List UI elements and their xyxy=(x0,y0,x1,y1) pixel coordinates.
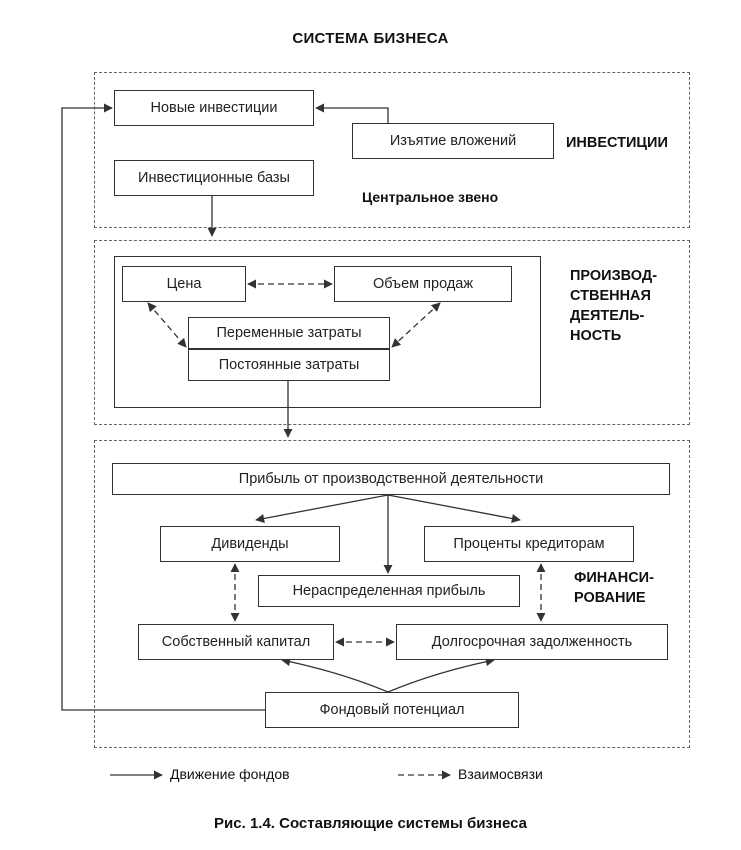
node-withdrawal: Изъятие вложений xyxy=(352,123,554,159)
financing-section xyxy=(94,440,690,748)
node-variable-costs: Переменные затраты xyxy=(188,317,390,349)
label-production: ПРОИЗВОД- СТВЕННАЯ ДЕЯТЕЛЬ- НОСТЬ xyxy=(570,266,657,346)
label-financing: ФИНАНСИ- РОВАНИЕ xyxy=(574,568,654,608)
arrow-profit-to-dividends xyxy=(255,494,389,523)
figure-caption: Рис. 1.4. Составляющие системы бизнеса xyxy=(214,815,527,832)
relation-price-costs xyxy=(147,302,187,348)
node-fund-potential: Фондовый потенциал xyxy=(265,692,519,728)
arrow-potential-to-equity xyxy=(281,657,389,693)
arrow-profit-to-interest xyxy=(387,494,521,523)
legend-solid-label: Движение фондов xyxy=(170,766,290,782)
label-financing-line2: РОВАНИЕ xyxy=(574,590,646,606)
node-new-investments: Новые инвестиции xyxy=(114,90,314,126)
label-production-line1: ПРОИЗВОД- xyxy=(570,268,658,284)
relation-sales-costs xyxy=(391,302,441,348)
label-financing-line1: ФИНАНСИ- xyxy=(574,570,654,586)
node-investment-bases: Инвестиционные базы xyxy=(114,160,314,196)
arrow-potential-to-debt xyxy=(387,657,495,693)
arrow-feedback-loop xyxy=(61,103,265,711)
production-inner-frame xyxy=(114,256,541,408)
node-operating-profit: Прибыль от производственной деятельности xyxy=(112,463,670,495)
label-production-line3: ДЕЯТЕЛЬ- xyxy=(570,308,645,324)
node-dividends: Дивиденды xyxy=(160,526,340,562)
node-price: Цена xyxy=(122,266,246,302)
diagram-title: СИСТЕМА БИЗНЕСА xyxy=(292,30,449,47)
label-investments: ИНВЕСТИЦИИ xyxy=(566,135,668,151)
arrow-withdrawal-to-new-investments xyxy=(315,103,389,123)
node-retained-earnings: Нераспределенная прибыль xyxy=(258,575,520,607)
node-long-term-debt: Долгосрочная задолженность xyxy=(396,624,668,660)
label-production-line4: НОСТЬ xyxy=(570,328,622,344)
label-central-link: Центральное звено xyxy=(362,189,499,205)
production-section xyxy=(94,240,690,425)
investments-section xyxy=(94,72,690,228)
node-fixed-costs: Постоянные затраты xyxy=(188,349,390,381)
node-interest-creditors: Проценты кредиторам xyxy=(424,526,634,562)
label-production-line2: СТВЕННАЯ xyxy=(570,288,651,304)
legend-dashed-label: Взаимосвязи xyxy=(458,766,543,782)
node-equity: Собственный капитал xyxy=(138,624,334,660)
node-sales-volume: Объем продаж xyxy=(334,266,512,302)
